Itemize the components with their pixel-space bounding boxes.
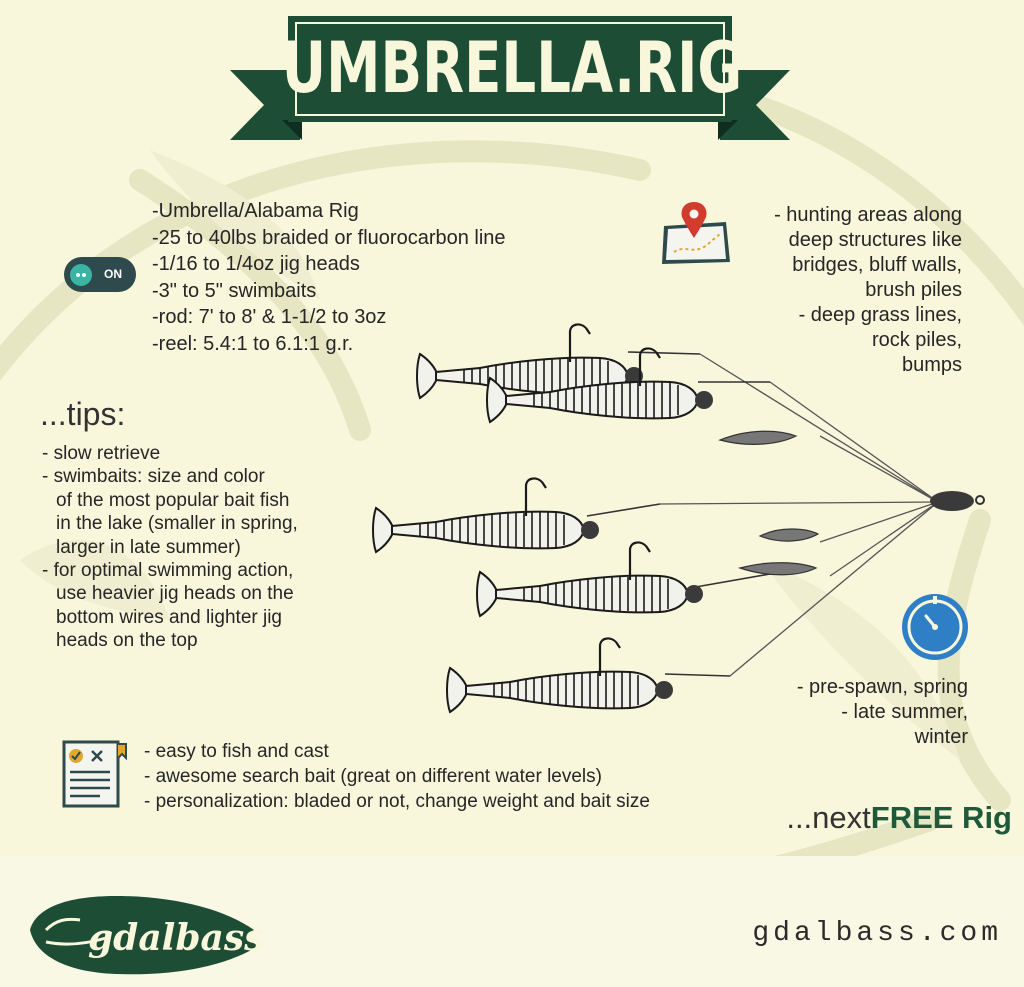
spec-item: -3" to 5" swimbaits <box>152 279 317 302</box>
seasons-list: - pre-spawn, spring - late summer, winte… <box>797 675 968 750</box>
logo-text: gdalbass <box>88 917 262 959</box>
spec-item: -rod: 7' to 8' & 1-1/2 to 3oz <box>152 306 387 328</box>
season-item: - pre-spawn, spring <box>796 676 968 698</box>
area-item: brush piles <box>865 279 962 301</box>
toggle-label: ON <box>104 267 122 281</box>
hunting-areas-list: - hunting areas along deep structures li… <box>774 203 962 378</box>
tip-item: - for optimal swimming action, <box>42 560 294 582</box>
tip-item: larger in late summer) <box>56 536 241 558</box>
tip-item: in the lake (smaller in spring, <box>56 513 298 535</box>
tip-item: use heavier jig heads on the <box>56 583 294 605</box>
tips-list: - slow retrieve - swimbaits: size and co… <box>42 442 362 653</box>
spec-item: -Umbrella/Alabama Rig <box>152 200 359 222</box>
benefit-item: - awesome search bait (great on differen… <box>144 766 602 787</box>
season-item: - late summer, <box>841 701 968 723</box>
spec-item: -1/16 to 1/4oz jig heads <box>152 253 360 275</box>
next-highlight: FREE Rig <box>870 800 1012 835</box>
season-item: winter <box>914 726 968 748</box>
spec-list: -Umbrella/Alabama Rig -25 to 40lbs braid… <box>152 198 506 357</box>
benefit-item: - personalization: bladed or not, change… <box>144 791 650 812</box>
toggle-knob <box>70 264 92 286</box>
map-pin-icon <box>662 202 730 264</box>
spec-item: -25 to 40lbs braided or fluorocarbon lin… <box>152 226 506 249</box>
tip-item: bottom wires and lighter jig <box>56 606 282 628</box>
tip-item: of the most popular bait fish <box>56 489 290 511</box>
tip-item: heads on the top <box>56 630 198 652</box>
area-item: bumps <box>901 354 962 376</box>
next-free-rig[interactable]: ...nextFREE Rig <box>786 800 1012 836</box>
next-prefix: ...next <box>786 800 871 835</box>
tip-item: - slow retrieve <box>42 443 161 464</box>
toggle-switch-icon: ON <box>64 257 136 292</box>
area-item: bridges, bluff walls, <box>792 254 962 276</box>
area-item: rock piles, <box>871 329 962 351</box>
area-item: - deep grass lines, <box>798 304 962 326</box>
website-url[interactable]: gdalbass.com <box>752 918 1002 949</box>
stopwatch-icon <box>902 594 968 660</box>
gdalbass-logo[interactable]: gdalbass <box>26 890 262 980</box>
benefits-list: - easy to fish and cast - awesome search… <box>144 739 650 814</box>
area-item: deep structures like <box>788 229 962 251</box>
area-item: - hunting areas along <box>774 204 962 226</box>
umbrella-rig-illustration <box>371 323 985 714</box>
spec-item: -reel: 5.4:1 to 6.1:1 g.r. <box>152 332 354 355</box>
checklist-icon <box>62 740 127 808</box>
title-banner <box>230 16 790 140</box>
page-title: UMBRELLA.RIG <box>281 27 743 109</box>
tips-heading: ...tips: <box>40 396 126 432</box>
tip-item: - swimbaits: size and color <box>42 466 265 488</box>
benefit-item: - easy to fish and cast <box>144 741 329 762</box>
